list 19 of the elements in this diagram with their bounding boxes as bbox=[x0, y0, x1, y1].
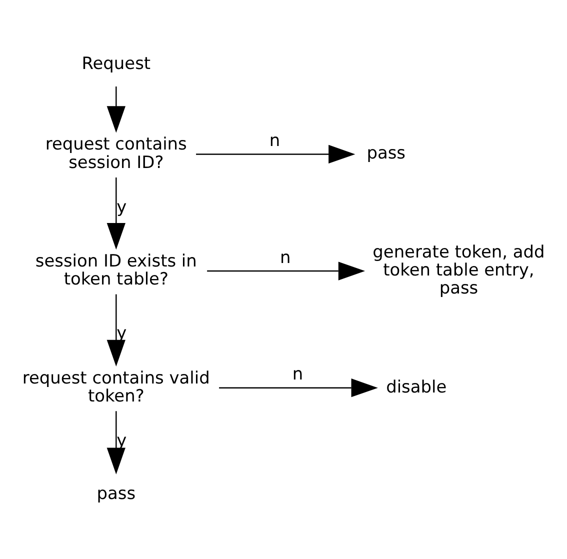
node-text: generate token, add token table entry, pass bbox=[372, 241, 545, 298]
arrow bbox=[106, 294, 126, 366]
edge-label: n bbox=[269, 130, 280, 150]
node-text: disable bbox=[386, 376, 447, 396]
arrow bbox=[196, 144, 356, 164]
arrow bbox=[207, 262, 366, 280]
arrow bbox=[106, 177, 126, 250]
arrow bbox=[219, 378, 378, 398]
edge-label: n bbox=[292, 364, 304, 384]
arrow bbox=[106, 86, 126, 133]
node-text: pass bbox=[96, 482, 136, 503]
arrow bbox=[106, 411, 126, 474]
node-text: request contains session ID? bbox=[45, 134, 187, 172]
edge-label: y bbox=[116, 196, 127, 217]
edge-label: n bbox=[280, 246, 291, 267]
node-text: session ID exists in token table? bbox=[35, 250, 197, 289]
node-text: pass bbox=[366, 142, 406, 163]
node-text: Request bbox=[82, 53, 151, 74]
node-text: request contains valid token? bbox=[22, 367, 210, 406]
